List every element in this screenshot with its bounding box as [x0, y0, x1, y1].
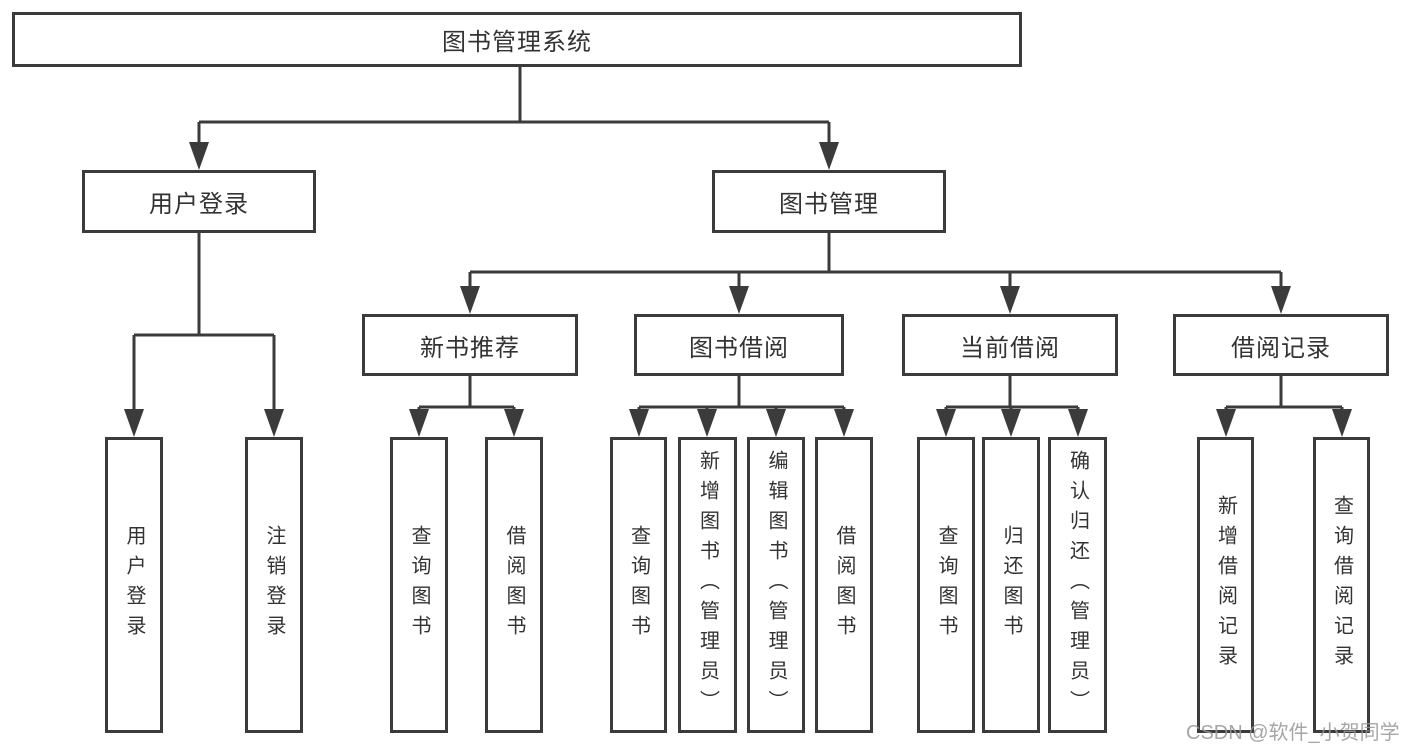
node-query-borrow-record: 查询借阅记录 [1313, 437, 1370, 733]
node-query-books-2: 查询图书 [610, 437, 667, 733]
node-query-books-1: 查询图书 [390, 437, 448, 733]
arrowhead [1271, 286, 1291, 314]
node-book-borrowing: 图书借阅 [634, 314, 844, 376]
arrowhead [729, 286, 749, 314]
arrowhead [1000, 286, 1020, 314]
arrowhead [834, 409, 854, 437]
connector-root [197, 67, 831, 144]
connector-current-borrow [944, 376, 1080, 411]
node-borrow-books-2: 借阅图书 [815, 437, 873, 733]
node-user-login: 用户登录 [82, 170, 316, 233]
node-user-login-action: 用户登录 [105, 437, 163, 733]
arrowhead [124, 409, 144, 437]
node-add-books-admin: 新增图书（管理员） [678, 437, 737, 733]
connector-new-book-rec [417, 376, 516, 411]
connector-book-mgmt [468, 233, 1283, 288]
connector-borrow-records [1224, 376, 1344, 411]
arrowhead [504, 409, 524, 437]
node-borrow-records: 借阅记录 [1173, 314, 1389, 376]
node-current-borrowing: 当前借阅 [902, 314, 1118, 376]
node-add-borrow-record: 新增借阅记录 [1197, 437, 1254, 733]
arrowhead [1001, 409, 1021, 437]
node-query-books-3: 查询图书 [917, 437, 975, 733]
node-borrow-books-1: 借阅图书 [485, 437, 543, 733]
arrowhead [819, 142, 839, 170]
arrowhead [1068, 409, 1088, 437]
arrowhead [697, 409, 717, 437]
arrowhead [766, 409, 786, 437]
arrowhead [1332, 409, 1352, 437]
node-library-system: 图书管理系统 [12, 12, 1022, 67]
arrowhead [264, 409, 284, 437]
csdn-watermark: CSDN @软件_小贺同学 [1186, 722, 1400, 744]
node-book-management: 图书管理 [712, 170, 946, 233]
arrowhead [1216, 409, 1236, 437]
node-return-books: 归还图书 [982, 437, 1040, 733]
node-edit-books-admin: 编辑图书（管理员） [747, 437, 805, 733]
arrowhead [409, 409, 429, 437]
arrowhead [629, 409, 649, 437]
connector-book-borrow [637, 376, 846, 411]
arrowhead [936, 409, 956, 437]
arrowhead [189, 142, 209, 170]
arrowhead [460, 286, 480, 314]
connector-user-login [132, 233, 276, 411]
node-logout: 注销登录 [245, 437, 303, 733]
node-new-book-recommend: 新书推荐 [362, 314, 578, 376]
node-confirm-return-admin: 确认归还（管理员） [1048, 437, 1107, 733]
